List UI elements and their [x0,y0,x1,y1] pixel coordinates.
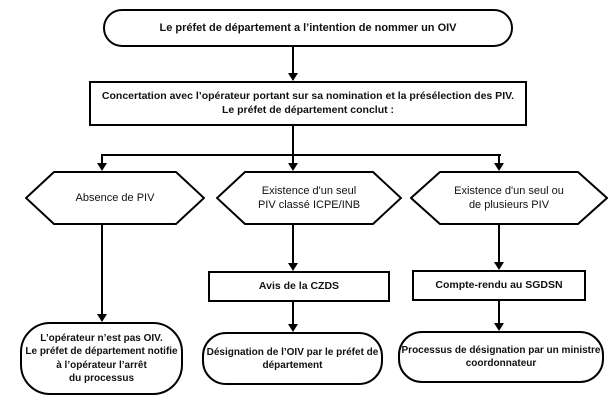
edge-branch-left-arrowhead-icon [97,163,107,171]
edge-icpe-czds-line [292,225,294,263]
flow-node-seul-piv-icpe-line1: Existence d'un seul [261,184,357,197]
hexagon-shape [216,171,402,225]
flow-node-absence-piv: Absence de PIV [25,171,205,225]
hexagon-shape [25,171,205,225]
flow-node-processus-ministre-line2: coordonnateur [465,358,537,369]
flow-node-operateur-pas-oiv-line2: Le préfet de département notifie [25,346,178,358]
edge-start-concertation-line [292,47,294,74]
flow-node-avis-czds-label: Avis de la CZDS [258,279,340,292]
edge-absence-operateur-arrowhead-icon [97,314,107,322]
flow-node-designation-oiv-line2: département [262,359,323,371]
flow-node-concertation: Concertation avec l’opérateur portant su… [89,81,527,126]
flow-node-seul-piv-icpe-line2: PIV classé ICPE/INB [257,199,361,211]
flow-node-operateur-pas-oiv-line3: à l’opérateur l’arrêt [56,359,147,371]
flow-node-operateur-pas-oiv-line4: du processus [68,372,135,384]
edge-start-concertation-arrowhead-icon [288,73,298,81]
edge-branch-center-arrowhead-icon [288,163,298,171]
edge-plusieurs-sgdsn-arrowhead-icon [494,262,504,270]
edge-sgdsn-processus-line [498,301,500,323]
edge-branch-right-arrowhead-icon [494,163,504,171]
flow-node-absence-piv-label: Absence de PIV [75,191,155,204]
flow-node-seul-ou-plusieurs-piv-line2: de plusieurs PIV [468,199,550,211]
flow-node-operateur-pas-oiv: L’opérateur n’est pas OIV. Le préfet de … [20,322,183,395]
flow-node-avis-czds: Avis de la CZDS [208,271,390,302]
flow-node-concertation-line2: Le préfet de département conclut : [221,103,395,116]
edge-plusieurs-sgdsn-line [498,225,500,262]
flow-node-start-label: Le préfet de département a l’intention d… [159,21,457,34]
edge-branch-center-line [292,155,294,163]
flow-node-concertation-line1: Concertation avec l’opérateur portant su… [101,89,515,102]
edge-czds-designation-line [292,302,294,324]
flow-node-designation-oiv-line1: Désignation de l’OIV par le préfet de [206,346,379,358]
edge-branch-right-line [498,156,500,163]
flow-node-seul-ou-plusieurs-piv: Existence d'un seul ou de plusieurs PIV [410,171,608,225]
flow-node-seul-ou-plusieurs-piv-line1: Existence d'un seul ou [454,184,564,197]
edge-branch-left-line [101,156,103,163]
hexagon-shape [410,171,608,225]
flow-node-seul-piv-icpe: Existence d'un seul PIV classé ICPE/INB [216,171,402,225]
flow-node-compte-rendu-sgdsn: Compte-rendu au SGDSN [412,270,586,301]
flow-node-designation-oiv: Désignation de l’OIV par le préfet de dé… [202,332,383,385]
flow-node-operateur-pas-oiv-line1: L’opérateur n’est pas OIV. [40,333,163,345]
flow-node-start: Le préfet de département a l’intention d… [103,9,513,47]
edge-czds-designation-arrowhead-icon [288,324,298,332]
edge-branch-horizontal-line [101,154,501,156]
flow-node-compte-rendu-sgdsn-label: Compte-rendu au SGDSN [435,278,563,291]
flow-node-processus-ministre-line1: Processus de désignation par un ministre [401,345,601,356]
edge-icpe-czds-arrowhead-icon [288,263,298,271]
edge-concertation-branch-stem-line [292,126,294,155]
edge-sgdsn-processus-arrowhead-icon [494,323,504,331]
flow-node-processus-ministre: Processus de désignation par un ministre… [398,331,604,383]
edge-absence-operateur-line [101,225,103,314]
